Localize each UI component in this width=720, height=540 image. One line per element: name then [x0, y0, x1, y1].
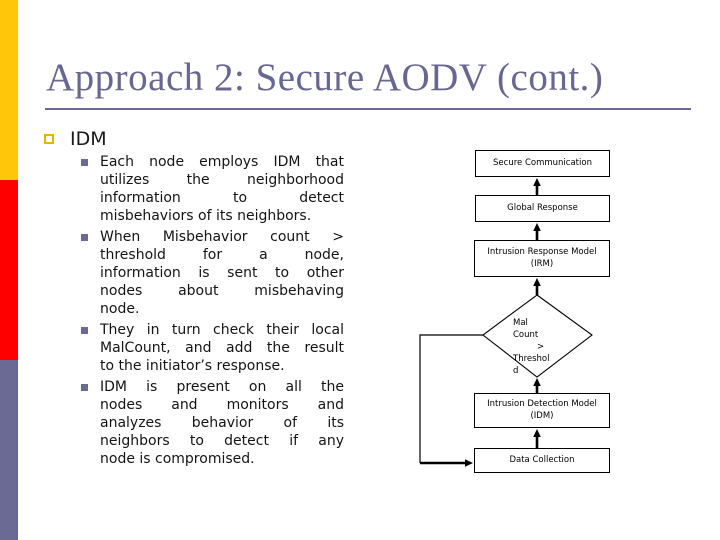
- arrow-idm-to-decision-icon: [533, 378, 541, 393]
- flow-box-global-response: Global Response: [475, 195, 610, 222]
- heading-row: IDM: [44, 128, 354, 150]
- edge-bar-yellow-segment: [0, 0, 18, 180]
- flow-box-intrusion-response-model: Intrusion Response Model (IRM): [474, 240, 610, 277]
- edge-bar-slate-segment: [0, 360, 18, 540]
- bullet-item: When Misbehavior count >threshold for a …: [44, 228, 354, 318]
- bullet-marker-icon: [81, 327, 88, 334]
- edge-bar: [0, 0, 18, 540]
- flow-box-intrusion-detection-model: Intrusion Detection Model (IDM): [474, 393, 610, 428]
- bullet-marker-icon: [81, 234, 88, 241]
- arrow-decision-to-irm-icon: [533, 278, 541, 295]
- flow-box-data-collection: Data Collection: [474, 448, 610, 473]
- title-underline: [45, 108, 691, 110]
- flow-box-secure-communication: Secure Communication: [475, 150, 610, 177]
- arrow-irm-to-gr-icon: [533, 223, 541, 240]
- flowchart-connectors: [419, 178, 593, 467]
- arrow-gr-to-sc-icon: [533, 178, 541, 195]
- bullet-marker-icon: [81, 384, 88, 391]
- level1-bullet-square-icon: [44, 134, 54, 144]
- arrow-dc-to-idm-icon: [533, 429, 541, 448]
- slide-title: Approach 2: Secure AODV (cont.): [46, 56, 604, 99]
- edge-bar-red-segment: [0, 180, 18, 360]
- heading-idm: IDM: [70, 128, 107, 150]
- decision-diamond: [482, 294, 593, 378]
- flowchart: Secure Communication Global Response Int…: [400, 145, 630, 485]
- bullet-marker-icon: [81, 159, 88, 166]
- feedback-loop-arrow: [419, 334, 483, 467]
- bullet-text: When Misbehavior count >threshold for a …: [100, 229, 344, 317]
